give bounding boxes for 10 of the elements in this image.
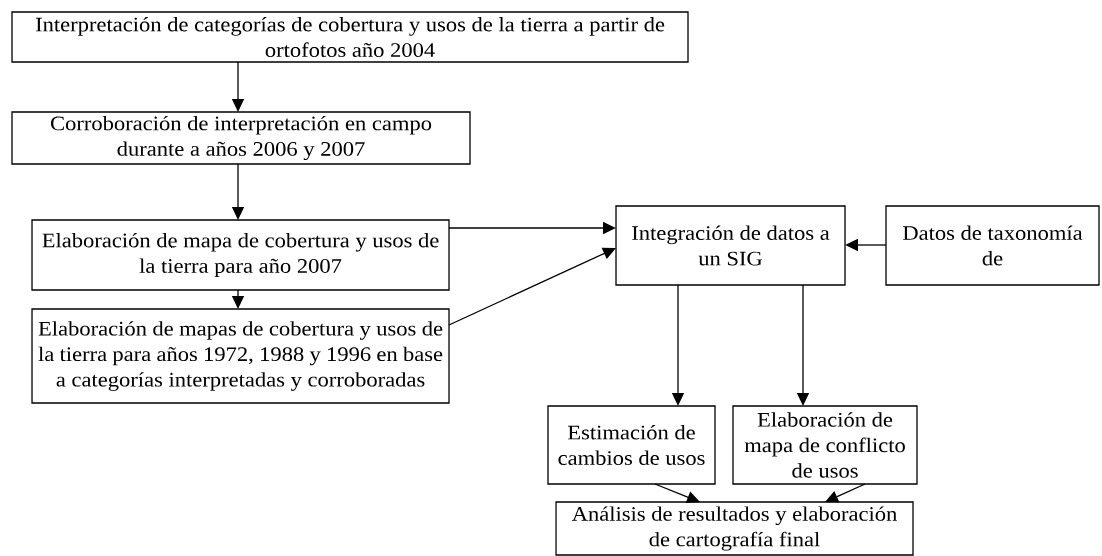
process-box: Elaboración de mapa de conflicto de usos (732, 405, 918, 485)
process-box: Corroboración de interpretación en campo durante a años 2006 y 2007 (11, 111, 471, 165)
process-box: Datos de taxonomía de (885, 205, 1100, 286)
process-box: Estimación de cambios de usos (547, 405, 716, 485)
process-box: Elaboración de mapa de cobertura y usos de la tierra para año 2007 (31, 219, 450, 291)
process-box: Elaboración de mapas de cobertura y usos de la tierra para años 1972, 1988 y 1996 en base a categorías interpretadas y corroboradas (31, 308, 450, 404)
arrow (448, 247, 616, 326)
process-box: Interpretación de categorías de cobertura y usos de la tierra a partir de ortofotos año 2004 (11, 11, 689, 63)
process-box: Análisis de resultados y elaboración de cartografía final (555, 501, 914, 556)
process-box: Integración de datos a un SIG (615, 205, 846, 286)
